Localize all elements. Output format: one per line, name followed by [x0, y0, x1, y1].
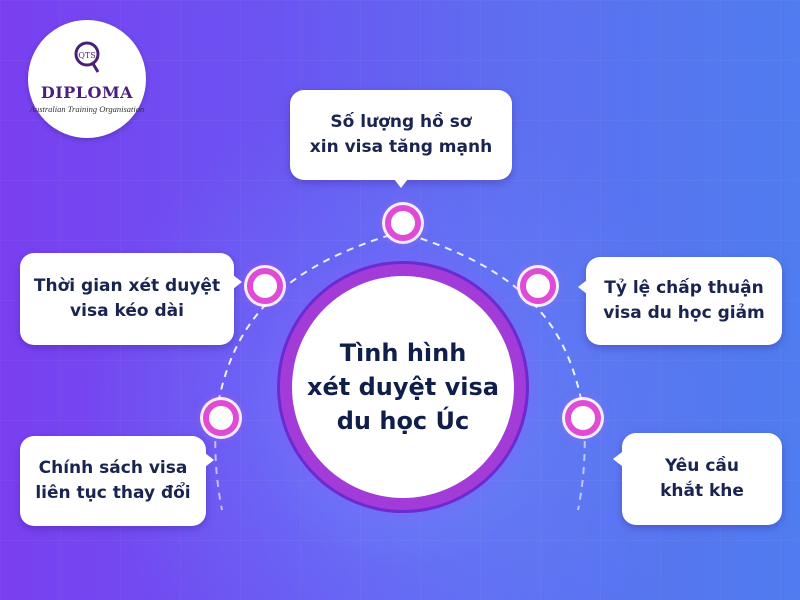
box-right-lower-pointer: [613, 452, 622, 466]
node-left-lower: [203, 400, 239, 436]
box-top: Số lượng hồ sơ xin visa tăng mạnh: [290, 90, 512, 180]
box-left-lower-pointer: [205, 453, 214, 467]
node-left-upper: [247, 268, 283, 304]
box-right-lower: Yêu cầu khắt khe: [622, 433, 782, 525]
box-left-lower-line-2: liên tục thay đổi: [35, 483, 191, 503]
node-right-upper: [520, 268, 556, 304]
box-top-pointer: [394, 179, 408, 188]
logo-name: DIPLOMA: [40, 83, 134, 102]
diploma-logo: QTS DIPLOMA Australian Training Organisa…: [28, 20, 146, 138]
box-left-upper-line-2: visa kéo dài: [70, 301, 184, 321]
box-right-upper-line-1: Tỷ lệ chấp thuận: [604, 278, 764, 298]
svg-text:QTS: QTS: [78, 51, 95, 60]
center-title-line-3: du học Úc: [336, 407, 470, 435]
box-right-upper-line-2: visa du học giảm: [603, 303, 765, 323]
center-title-line-2: xét duyệt visa: [307, 373, 499, 401]
box-right-upper-pointer: [578, 280, 587, 294]
center-title-line-1: Tình hình: [339, 339, 467, 367]
box-left-lower: Chính sách visa liên tục thay đổi: [20, 436, 206, 526]
qts-emblem-icon: QTS: [74, 41, 100, 73]
box-right-lower-line-2: khắt khe: [660, 481, 744, 501]
box-left-upper-pointer: [233, 275, 242, 289]
node-right-lower: [565, 400, 601, 436]
box-left-lower-line-1: Chính sách visa: [38, 458, 188, 478]
box-top-line-1: Số lượng hồ sơ: [330, 112, 472, 132]
box-left-upper: Thời gian xét duyệt visa kéo dài: [20, 253, 234, 345]
box-left-upper-line-1: Thời gian xét duyệt: [33, 276, 221, 296]
logo-subtitle: Australian Training Organisation: [29, 104, 145, 114]
center-circle: Tình hình xét duyệt visa du học Úc: [292, 276, 514, 498]
box-right-lower-line-1: Yêu cầu: [665, 456, 739, 476]
node-top: [385, 205, 421, 241]
box-top-line-2: xin visa tăng mạnh: [309, 137, 493, 157]
box-right-upper: Tỷ lệ chấp thuận visa du học giảm: [586, 257, 782, 345]
